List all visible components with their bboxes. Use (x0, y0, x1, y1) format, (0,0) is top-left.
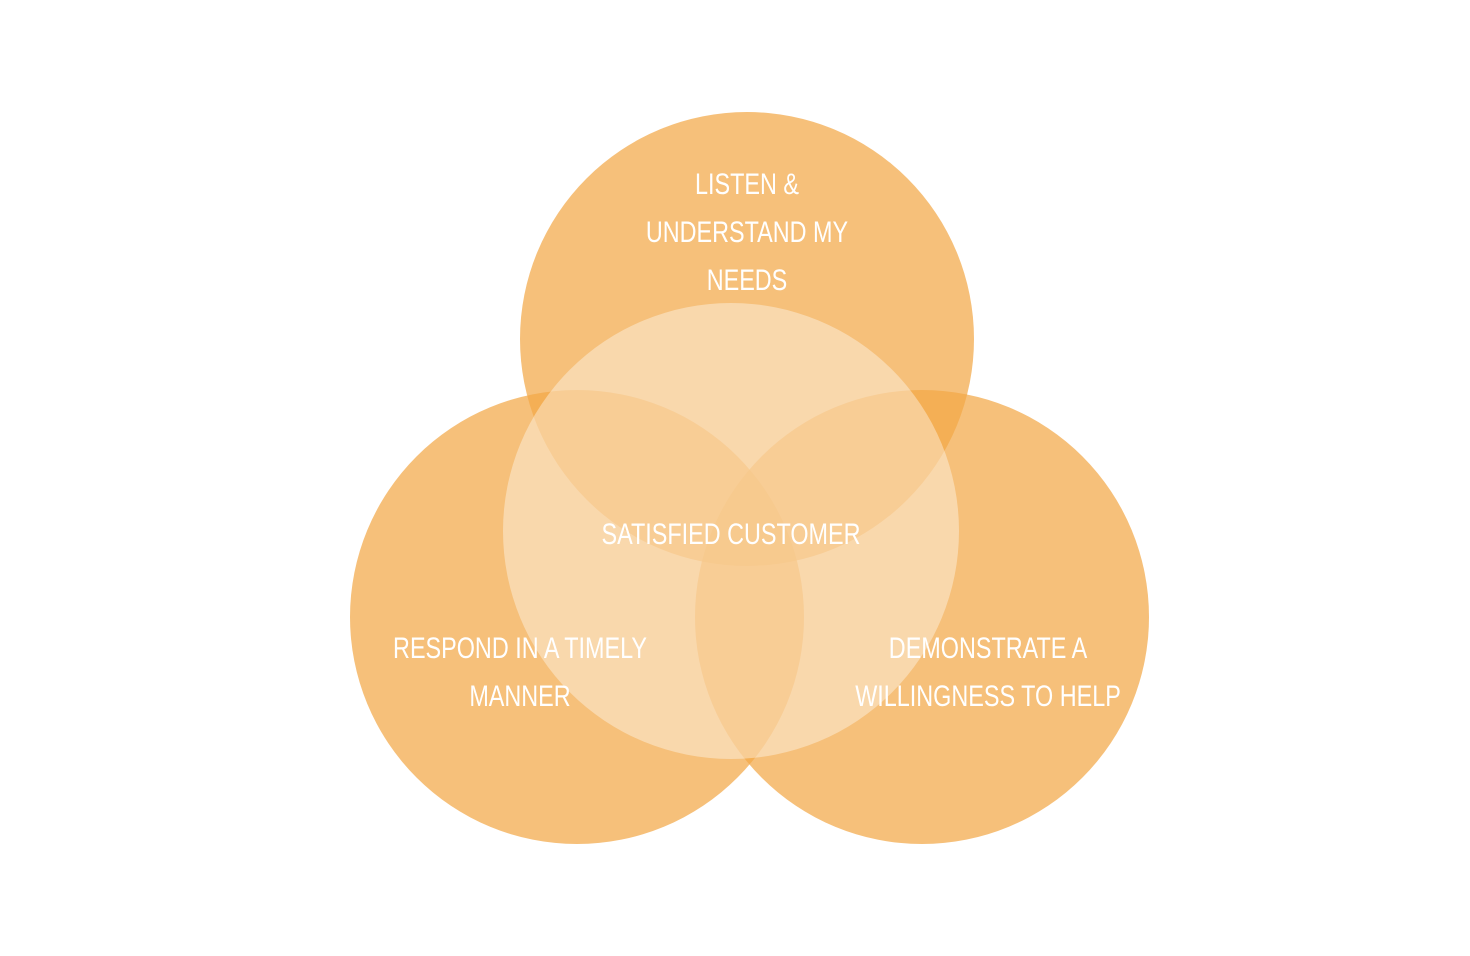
circle-left (350, 390, 804, 844)
label-line: LISTEN & (695, 167, 799, 200)
label-right: DEMONSTRATE A WILLINGNESS TO HELP (855, 631, 1121, 712)
label-line: WILLINGNESS TO HELP (855, 679, 1121, 712)
label-left: RESPOND IN A TIMELY MANNER (393, 631, 647, 712)
center-label: SATISFIED CUSTOMER (601, 517, 860, 550)
label-top: LISTEN & UNDERSTAND MY NEEDS (646, 167, 848, 296)
center-overlay-circle (503, 303, 959, 759)
label-line: UNDERSTAND MY (646, 215, 848, 248)
label-line: RESPOND IN A TIMELY (393, 631, 647, 664)
label-line: DEMONSTRATE A (889, 631, 1087, 664)
circle-right (695, 390, 1149, 844)
label-line: MANNER (469, 679, 570, 712)
label-line: NEEDS (707, 263, 788, 296)
